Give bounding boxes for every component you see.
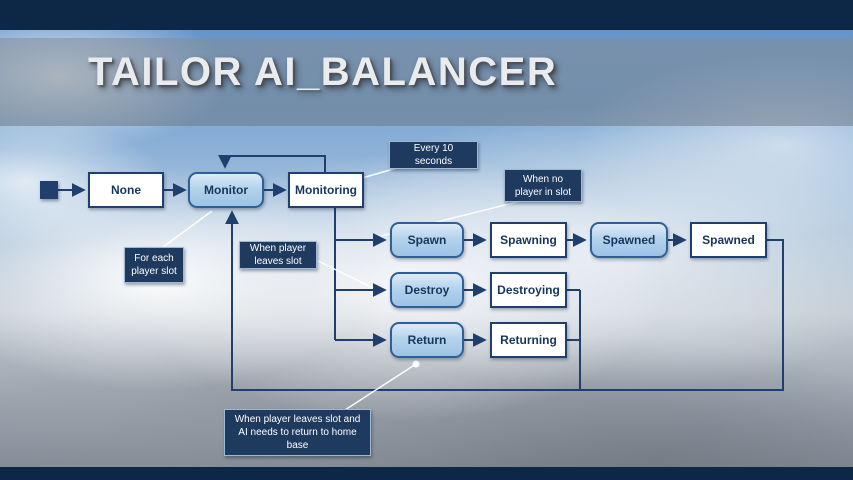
callout-for-each-player-slot: For each player slot bbox=[124, 247, 184, 283]
arrow-monitoring-loop-to-monitor bbox=[218, 154, 326, 172]
leader-player-leaves bbox=[313, 258, 374, 289]
top-bar bbox=[0, 0, 853, 30]
leader-return-home bbox=[344, 363, 417, 411]
feedback-line-to-monitor bbox=[225, 210, 784, 391]
state-destroying: Destroying bbox=[490, 272, 567, 308]
leader-endpoint-dot bbox=[412, 360, 420, 368]
slide-title: TAILOR AI_BALANCER bbox=[88, 50, 558, 94]
callout-when-player-leaves-slot: When player leaves slot bbox=[239, 241, 317, 269]
state-spawn: Spawn bbox=[390, 222, 464, 258]
destroy-return-feedback-line bbox=[567, 289, 581, 390]
callout-when-no-player-in-slot: When no player in slot bbox=[504, 169, 582, 202]
state-spawned-active: Spawned bbox=[590, 222, 668, 258]
state-returning: Returning bbox=[490, 322, 567, 358]
callout-every-10-seconds: Every 10 seconds bbox=[389, 141, 478, 169]
state-spawned-final: Spawned bbox=[690, 222, 767, 258]
bottom-bar bbox=[0, 467, 853, 480]
state-return: Return bbox=[390, 322, 464, 358]
callout-return-to-home-base: When player leaves slot and AI needs to … bbox=[224, 409, 371, 456]
start-node bbox=[40, 181, 58, 199]
state-monitoring: Monitoring bbox=[288, 172, 364, 208]
title-band bbox=[0, 38, 853, 126]
state-none: None bbox=[88, 172, 164, 208]
state-spawning: Spawning bbox=[490, 222, 567, 258]
state-monitor: Monitor bbox=[188, 172, 264, 208]
state-destroy: Destroy bbox=[390, 272, 464, 308]
leader-for-each bbox=[162, 210, 213, 248]
